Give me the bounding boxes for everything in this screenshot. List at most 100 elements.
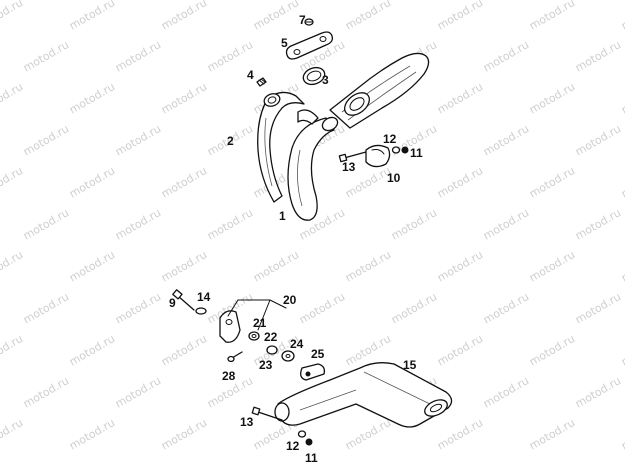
watermark-text: motod.ru (435, 332, 485, 368)
part-22-washer (248, 331, 260, 341)
part-10-clamp (365, 144, 391, 168)
part-11-nut-lower (305, 438, 313, 446)
part-13-bolt-upper (338, 151, 367, 163)
watermark-text: motod.ru (0, 80, 25, 116)
callout-28: 28 (222, 369, 236, 383)
watermark-text: motod.ru (0, 248, 25, 284)
watermark-text: motod.ru (435, 80, 485, 116)
part-12-washer-upper (391, 146, 401, 154)
watermark-text: motod.ru (527, 0, 577, 33)
watermark-text: motod.ru (251, 248, 301, 284)
watermark-text: motod.ru (343, 416, 393, 452)
watermark-text: motod.ru (619, 416, 625, 452)
watermark-text: motod.ru (527, 332, 577, 368)
watermark-text: motod.ru (159, 164, 209, 200)
part-5-gasket-plate (285, 31, 334, 60)
part-2-front-pipe (257, 91, 319, 203)
part-13-bolt-lower (251, 406, 283, 421)
part-3-gasket-ring (302, 66, 326, 86)
watermark-text: motod.ru (159, 332, 209, 368)
watermark-text: motod.ru (481, 122, 531, 158)
callout-25: 25 (311, 347, 325, 361)
watermark-text: motod.ru (159, 416, 209, 452)
callout-13-lower: 13 (240, 415, 254, 429)
watermark-text: motod.ru (113, 374, 163, 410)
watermark-text: motod.ru (435, 164, 485, 200)
watermark-text: motod.ru (343, 0, 393, 33)
watermark-text: motod.ru (619, 332, 625, 368)
part-14-washer (195, 307, 207, 315)
watermark-text: motod.ru (21, 38, 71, 74)
callout-2: 2 (227, 134, 234, 148)
watermark-text: motod.ru (67, 332, 117, 368)
watermark-text: motod.ru (481, 38, 531, 74)
watermark-text: motod.ru (0, 416, 25, 452)
part-9-bolt (172, 289, 195, 311)
part-21-bracket (219, 310, 241, 343)
leader-lines (227, 299, 287, 331)
watermark-text: motod.ru (573, 290, 623, 326)
callout-4: 4 (247, 68, 254, 82)
watermark-text: motod.ru (435, 248, 485, 284)
callout-13-upper: 13 (342, 160, 356, 174)
callout-20: 20 (283, 293, 297, 307)
watermark-text: motod.ru (0, 0, 25, 33)
watermark-text: motod.ru (21, 290, 71, 326)
watermark-text: motod.ru (67, 416, 117, 452)
watermark-text: motod.ru (159, 0, 209, 33)
callout-15: 15 (403, 358, 417, 372)
watermark-text: motod.ru (67, 248, 117, 284)
watermark-text: motod.ru (21, 122, 71, 158)
watermark-text: motod.ru (21, 206, 71, 242)
callout-9: 9 (169, 296, 176, 310)
watermark-text: motod.ru (481, 206, 531, 242)
callout-14: 14 (197, 290, 211, 304)
callout-22: 22 (264, 330, 278, 344)
watermark-text: motod.ru (113, 290, 163, 326)
callout-24: 24 (290, 337, 304, 351)
callout-1: 1 (279, 209, 286, 223)
part-23-grommet (266, 345, 278, 355)
part-15-silencer (274, 362, 453, 428)
callout-5: 5 (281, 36, 288, 50)
watermark-text: motod.ru (389, 206, 439, 242)
part-4-stud (256, 77, 267, 87)
callout-7: 7 (299, 13, 306, 27)
watermark-text: motod.ru (619, 0, 625, 33)
callout-21: 21 (253, 316, 267, 330)
callout-23: 23 (259, 358, 273, 372)
callout-11-lower: 11 (305, 451, 318, 465)
watermark-text: motod.ru (21, 374, 71, 410)
watermark-text: motod.ru (113, 206, 163, 242)
watermark-text: motod.ru (0, 164, 25, 200)
watermark-text: motod.ru (527, 164, 577, 200)
part-28-screw (227, 351, 243, 363)
watermark-text: motod.ru (159, 80, 209, 116)
watermark-text: motod.ru (297, 290, 347, 326)
watermark-text: motod.ru (619, 80, 625, 116)
watermark-text: motod.ru (573, 374, 623, 410)
part-1-header-pipe (287, 116, 339, 221)
watermark-text: motod.ru (389, 290, 439, 326)
watermark-text: motod.ru (481, 290, 531, 326)
watermark-text: motod.ru (343, 248, 393, 284)
watermark-text: motod.ru (481, 374, 531, 410)
watermark-text: motod.ru (573, 122, 623, 158)
part-1-muffler-body (329, 52, 430, 129)
watermark-text: motod.ru (113, 122, 163, 158)
part-11-nut-upper (401, 146, 409, 154)
watermark-text: motod.ru (435, 0, 485, 33)
part-25-mount-bracket (300, 363, 326, 381)
callout-12-upper: 12 (383, 132, 397, 146)
watermark-text: motod.ru (527, 416, 577, 452)
watermark-text: motod.ru (67, 164, 117, 200)
callout-10: 10 (387, 171, 401, 185)
part-12-washer-lower (297, 430, 307, 438)
callout-12-lower: 12 (286, 439, 300, 453)
watermark-text: motod.ru (251, 0, 301, 33)
part-24-washer (281, 350, 295, 362)
watermark-text: motod.ru (0, 332, 25, 368)
watermark-text: motod.ru (527, 248, 577, 284)
callout-labels: 7 5 3 4 2 1 12 11 13 10 9 14 20 21 22 23… (169, 13, 423, 465)
